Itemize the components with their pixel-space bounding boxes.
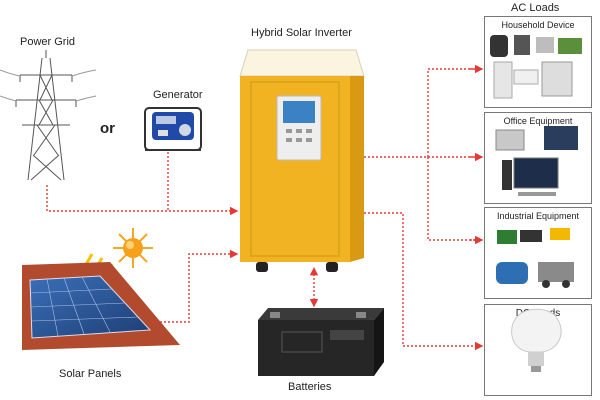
solar-panels-label: Solar Panels [59, 368, 122, 380]
office-equipment-box: Office Equipment [484, 112, 592, 204]
household-device-title: Household Device [501, 20, 575, 30]
power-grid-label: Power Grid [20, 36, 76, 48]
solar-panels-icon [22, 262, 180, 350]
dc-loads-title: DC Loads [515, 308, 561, 319]
inverter-label: Hybrid Solar Inverter [251, 27, 352, 39]
hybrid-inverter-icon [239, 49, 365, 272]
grid-to-inverter-line [46, 185, 239, 216]
or-label: or [100, 120, 115, 137]
batteries-label: Batteries [288, 381, 332, 393]
sun-icon [78, 228, 153, 291]
solar-to-inverter-line [152, 249, 239, 323]
generator-label: Generator [153, 89, 203, 101]
dc-loads-box: DC Loads [484, 304, 592, 396]
inverter-to-dc-loads-line [364, 212, 484, 351]
household-device-box: Household Device [484, 16, 592, 108]
power-grid-tower-icon [0, 50, 97, 181]
industrial-equipment-box: Industrial Equipment [484, 207, 592, 299]
generator-icon [144, 107, 202, 151]
office-equipment-title: Office Equipment [503, 116, 573, 126]
industrial-equipment-title: Industrial Equipment [496, 211, 580, 221]
ac-loads-label: AC Loads [511, 2, 560, 14]
inverter-to-ac-loads-line [364, 68, 482, 241]
battery-icon [258, 308, 384, 376]
